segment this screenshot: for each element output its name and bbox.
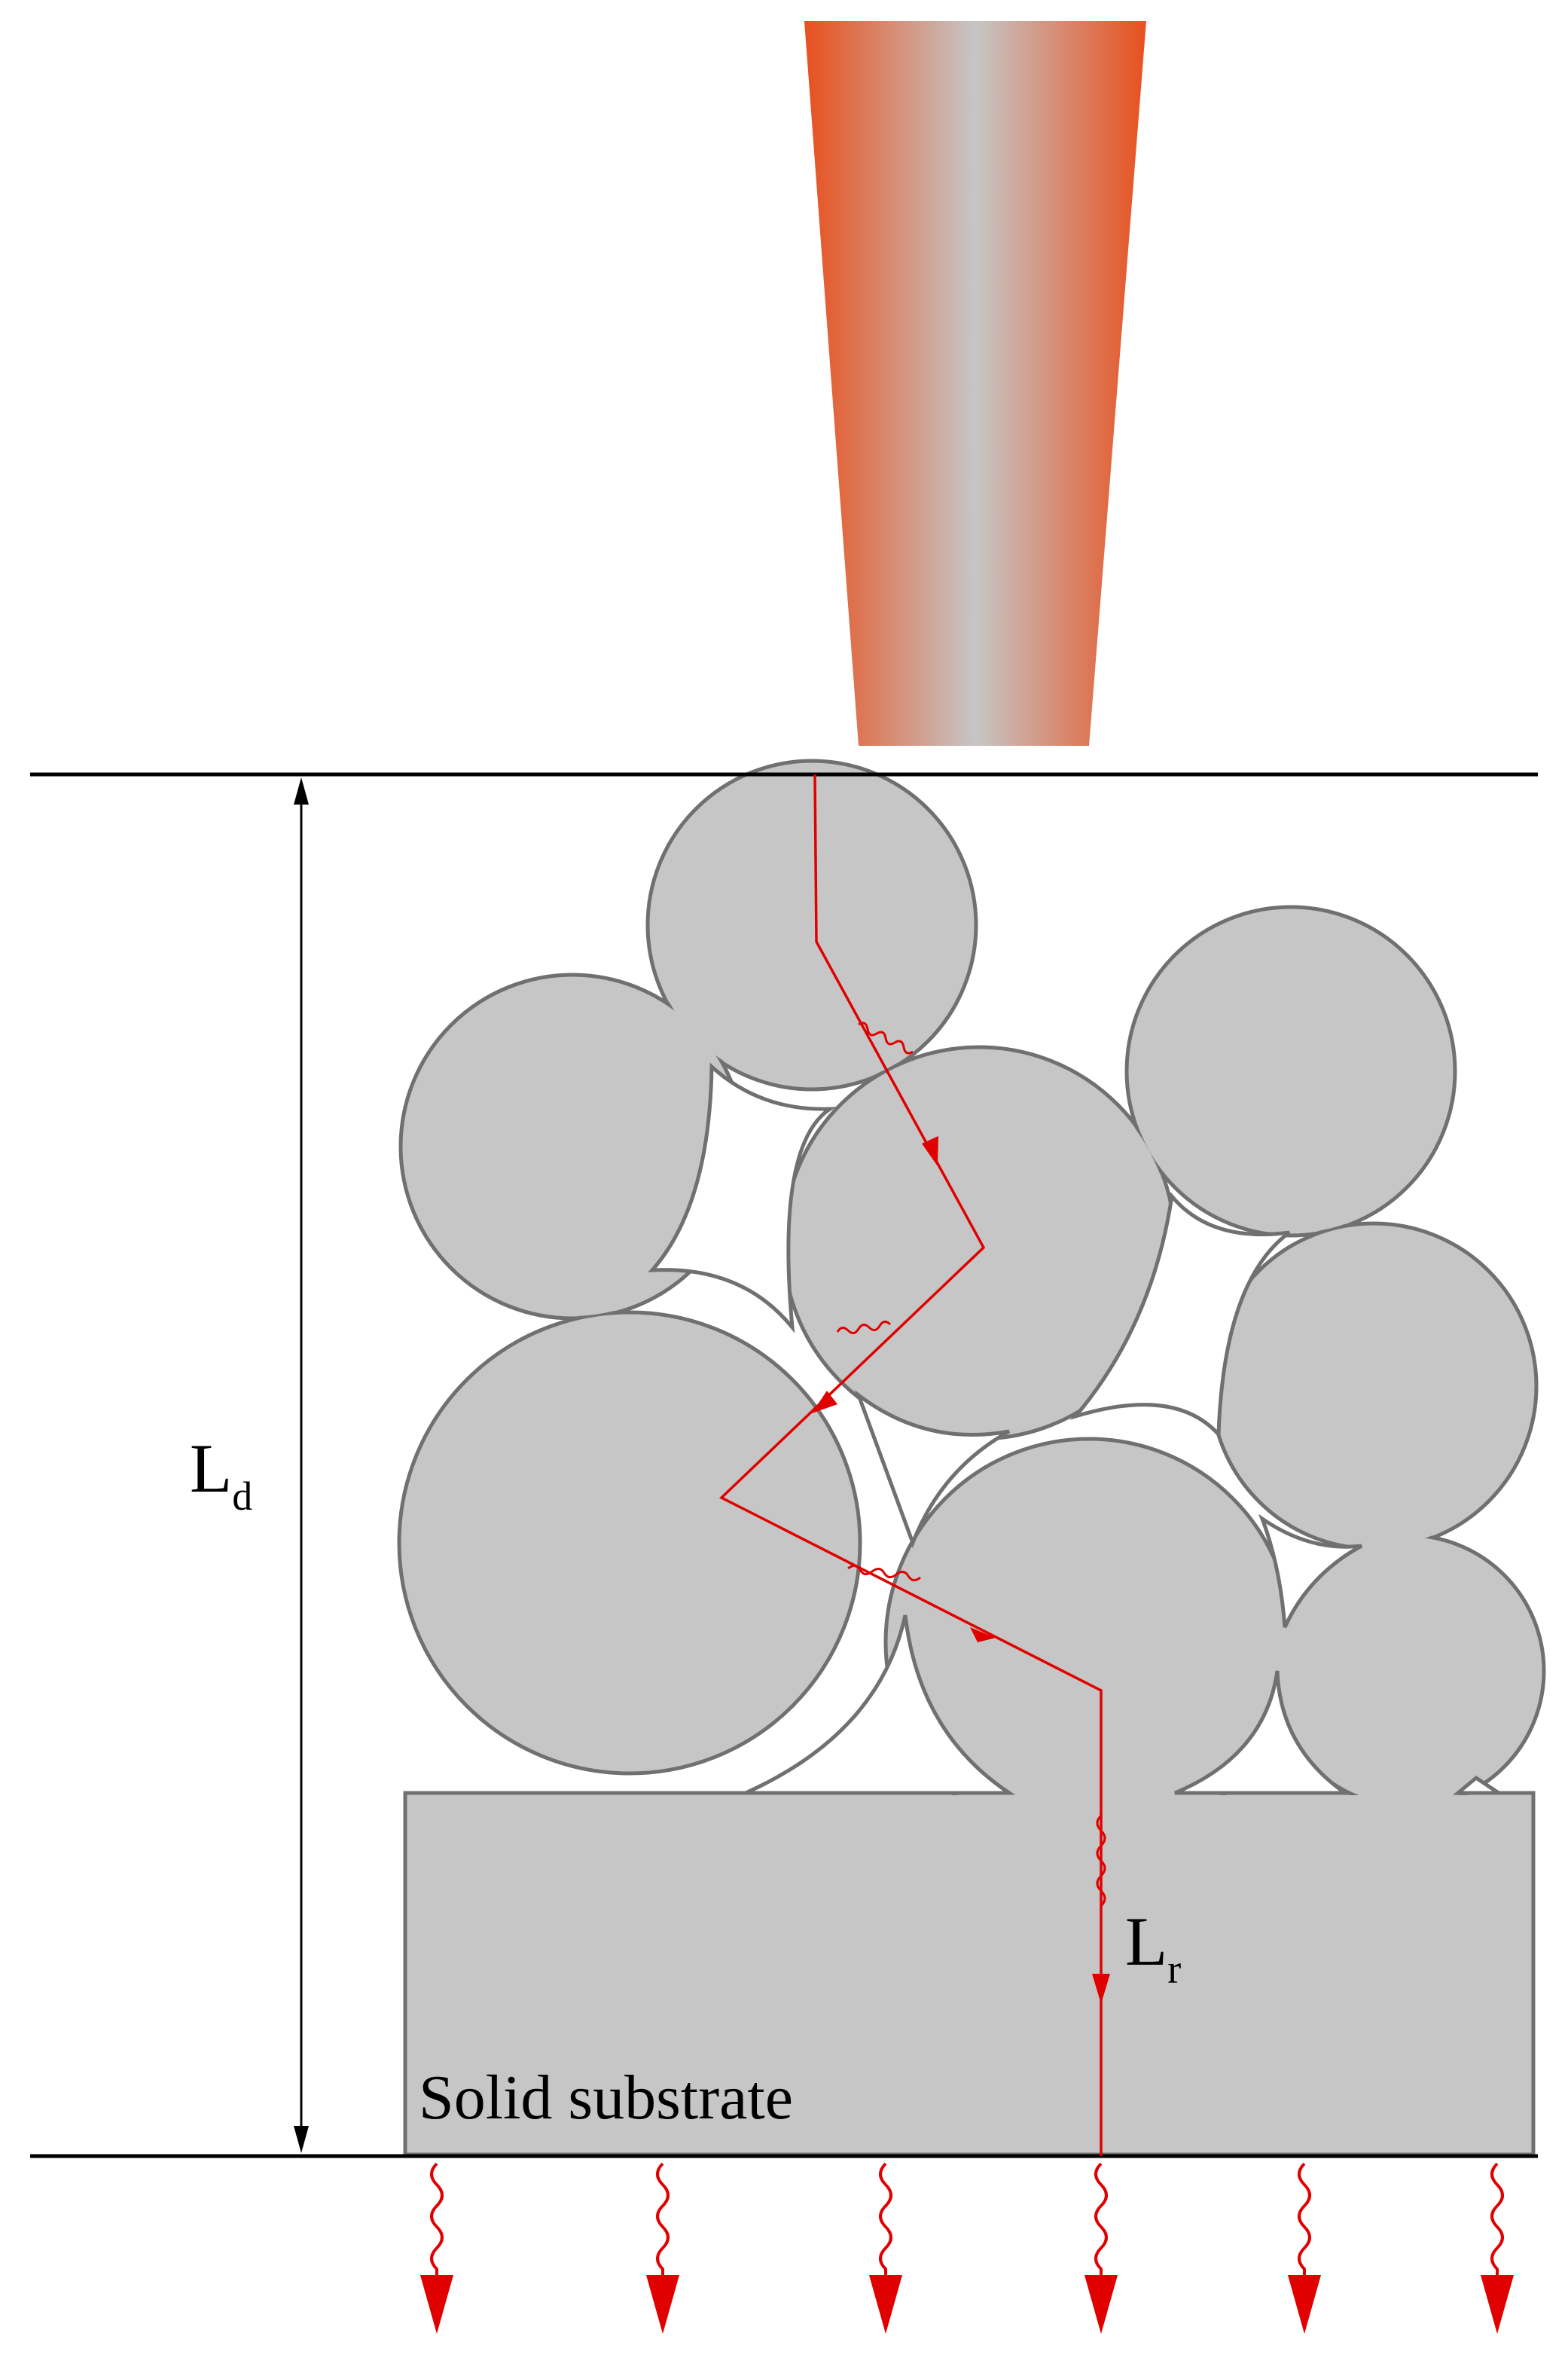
pores	[648, 1062, 1505, 1795]
ray-arrowhead-1	[922, 1136, 938, 1166]
radiation-label-main: L	[1125, 1903, 1167, 1980]
flux-arrowhead-3	[869, 2275, 902, 2334]
pore-4	[1258, 1513, 1363, 1629]
flux-arrowhead-5	[1288, 2275, 1321, 2334]
depth-label-main: L	[190, 1430, 232, 1507]
pore-7	[1453, 1775, 1505, 1795]
depth-label: Ld	[190, 1430, 252, 1519]
pore-6	[1174, 1670, 1351, 1795]
flux-arrowhead-4	[1084, 2275, 1118, 2334]
flux-wave-4	[1094, 2162, 1108, 2275]
depth-arrow-bottom	[294, 2126, 309, 2153]
flux-arrowhead-2	[646, 2275, 679, 2334]
pore-2	[1069, 1192, 1291, 1440]
heat-flux-arrows	[430, 2162, 1504, 2275]
radiation-label-sub: r	[1167, 1947, 1181, 1992]
pore-1	[648, 1062, 837, 1333]
particle-fill-merge	[401, 763, 1542, 2152]
ray-path	[719, 774, 1103, 2156]
pore-3	[854, 1389, 1011, 1549]
ray-arrowhead-4	[1092, 1974, 1110, 2004]
flux-wave-2	[656, 2162, 670, 2275]
ray-arrowhead-2	[812, 1391, 837, 1413]
laser-beam	[804, 21, 1146, 746]
flux-wave-1	[430, 2162, 444, 2275]
flux-wave-3	[879, 2162, 892, 2275]
heat-flux-arrowheads	[420, 2275, 1514, 2334]
substrate-label: Solid substrate	[419, 2063, 793, 2133]
ray-arrowhead-3	[970, 1627, 996, 1642]
flux-arrowhead-6	[1481, 2275, 1514, 2334]
ray-waves	[836, 1022, 1106, 1907]
depth-arrow-top	[294, 777, 309, 805]
flux-arrowhead-1	[420, 2275, 453, 2334]
ray-arrowheads	[812, 1136, 1110, 2004]
flux-wave-6	[1490, 2162, 1504, 2275]
flux-wave-5	[1298, 2162, 1311, 2275]
depth-label-sub: d	[232, 1474, 252, 1519]
radiation-label: Lr	[1125, 1903, 1181, 1992]
pore-5	[744, 1614, 1016, 1795]
